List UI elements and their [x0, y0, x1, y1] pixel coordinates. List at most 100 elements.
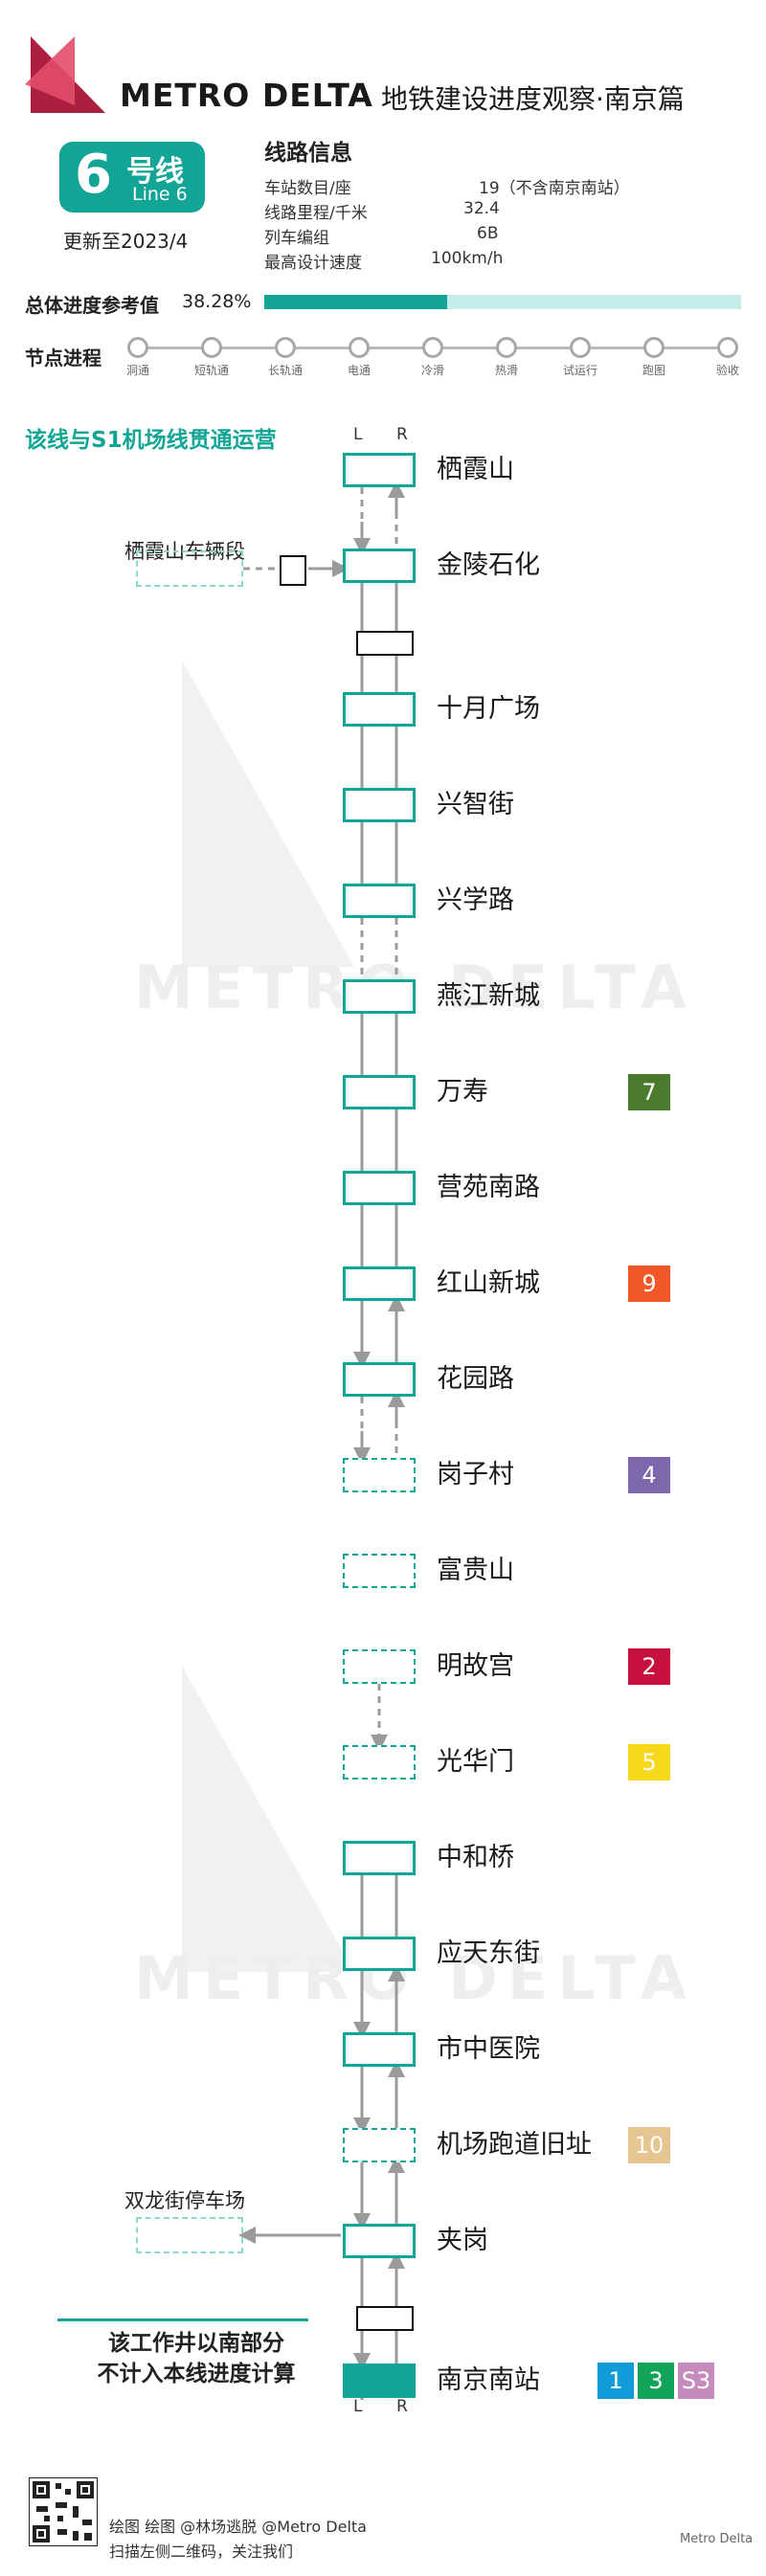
note-line-1: 该工作井以南部分: [108, 2331, 284, 2356]
milestone-label: 长轨通: [267, 364, 304, 377]
info-value-speed: 100km/h: [431, 249, 504, 268]
transfer-line-badge: S3: [678, 2363, 714, 2399]
station-name: 金陵石化: [437, 550, 540, 580]
depot-box-north: [136, 550, 243, 587]
station-box: [343, 1458, 416, 1492]
station-name: 光华门: [437, 1747, 514, 1777]
working-shaft-north: [356, 631, 414, 656]
info-value-stations: 19（不含南京南站）: [479, 179, 630, 198]
metro-delta-logo: [25, 36, 105, 113]
station-name: 燕江新城: [437, 981, 540, 1011]
progress-bar-fill: [264, 295, 447, 309]
station-name: 市中医院: [437, 2034, 540, 2064]
info-label-consist: 列车编组: [264, 229, 329, 248]
line-english-name: Line 6: [132, 184, 188, 205]
info-label-length: 线路里程/千米: [264, 204, 368, 223]
info-value-length: 32.4: [463, 199, 500, 218]
station-box: [343, 1362, 416, 1397]
station-box: [343, 1075, 416, 1109]
line-badge: 6 号线 Line 6: [59, 142, 205, 213]
transfer-line-badge: 5: [628, 1744, 670, 1781]
station-name: 岗子村: [437, 1460, 514, 1490]
scan-text: 扫描左侧二维码，关注我们: [109, 2542, 294, 2561]
station-name: 富贵山: [437, 1556, 514, 1585]
station-box: [343, 2224, 416, 2258]
transfer-line-badge: 7: [628, 1074, 670, 1110]
info-value-consist: 6B: [477, 224, 499, 243]
progress-bar: [264, 295, 741, 309]
page-subtitle: 地铁建设进度观察·南京篇: [381, 83, 685, 115]
line-name: 号线: [126, 155, 184, 189]
transfer-line-badge: 4: [628, 1457, 670, 1493]
milestone-dot: [349, 337, 370, 358]
milestone-dot: [422, 337, 443, 358]
through-service-note: 该线与S1机场线贯通运营: [25, 428, 277, 453]
transfer-line-badge: 2: [628, 1648, 670, 1685]
milestone-label: 冷滑: [420, 364, 445, 377]
station-name: 南京南站: [437, 2365, 540, 2395]
station-name: 红山新城: [437, 1268, 540, 1298]
milestone-dot: [275, 337, 296, 358]
station-box: [343, 788, 416, 822]
station-box: [343, 2128, 416, 2162]
station-box: [343, 692, 416, 727]
info-label-stations: 车站数目/座: [264, 179, 351, 198]
station-box: [343, 884, 416, 918]
station-box: [343, 1937, 416, 1971]
track-label-right-bottom: R: [396, 2397, 408, 2416]
info-label-speed: 最高设计速度: [264, 254, 362, 273]
station-box: [343, 1745, 416, 1780]
depot-box-south: [136, 2217, 243, 2253]
transfer-line-badge: 1: [597, 2363, 634, 2399]
station-name: 应天东街: [437, 1938, 540, 1968]
milestone-dot: [496, 337, 517, 358]
milestone-dot: [570, 337, 591, 358]
station-box: [343, 2032, 416, 2067]
station-name: 夹岗: [437, 2226, 488, 2255]
station-box: [343, 1171, 416, 1205]
qr-code: [29, 2477, 98, 2546]
brand-name: METRO DELTA: [120, 77, 373, 114]
depot-shaft-north: [280, 555, 306, 586]
milestone-label: 跑图: [642, 364, 666, 377]
transfer-line-badge: 9: [628, 1266, 670, 1302]
station-box: [343, 1266, 416, 1301]
station-box: [343, 1554, 416, 1588]
update-date: 更新至2023/4: [63, 230, 189, 253]
milestone-dot: [643, 337, 665, 358]
station-box: [343, 549, 416, 583]
credit-text: 绘图 绘图 @林场逃脱 @Metro Delta: [109, 2518, 367, 2536]
milestone-label: 试运行: [562, 364, 598, 377]
station-name: 万寿: [437, 1077, 488, 1107]
station-box: [343, 1649, 416, 1684]
station-box: [343, 979, 416, 1014]
milestone-label: 洞通: [125, 364, 150, 377]
station-box: [343, 453, 416, 487]
info-title: 线路信息: [264, 141, 352, 166]
progress-label: 总体进度参考值: [25, 294, 159, 317]
station-name: 兴智街: [437, 790, 514, 819]
station-name: 兴学路: [437, 885, 514, 915]
line-number: 6: [75, 144, 112, 206]
note-divider: [57, 2318, 308, 2321]
transfer-line-badge: 3: [638, 2363, 674, 2399]
wechat-account: Metro Delta: [680, 2532, 754, 2546]
station-name: 栖霞山: [437, 455, 514, 484]
milestone-dot: [717, 337, 738, 358]
milestone-label: 电通: [347, 364, 372, 377]
milestones-label: 节点进程: [25, 347, 101, 370]
track-label-right-top: R: [396, 425, 408, 444]
station-name: 中和桥: [437, 1843, 514, 1872]
milestone-dot: [127, 337, 148, 358]
station-name: 花园路: [437, 1364, 514, 1394]
progress-percent: 38.28%: [182, 291, 252, 312]
station-box: [343, 1841, 416, 1875]
station-name: 明故宫: [437, 1651, 514, 1681]
track-label-left-bottom: L: [353, 2397, 363, 2416]
station-box: [343, 2363, 416, 2398]
working-shaft-south: [356, 2306, 414, 2331]
station-name: 十月广场: [437, 694, 540, 724]
station-name: 机场跑道旧址: [437, 2130, 592, 2160]
